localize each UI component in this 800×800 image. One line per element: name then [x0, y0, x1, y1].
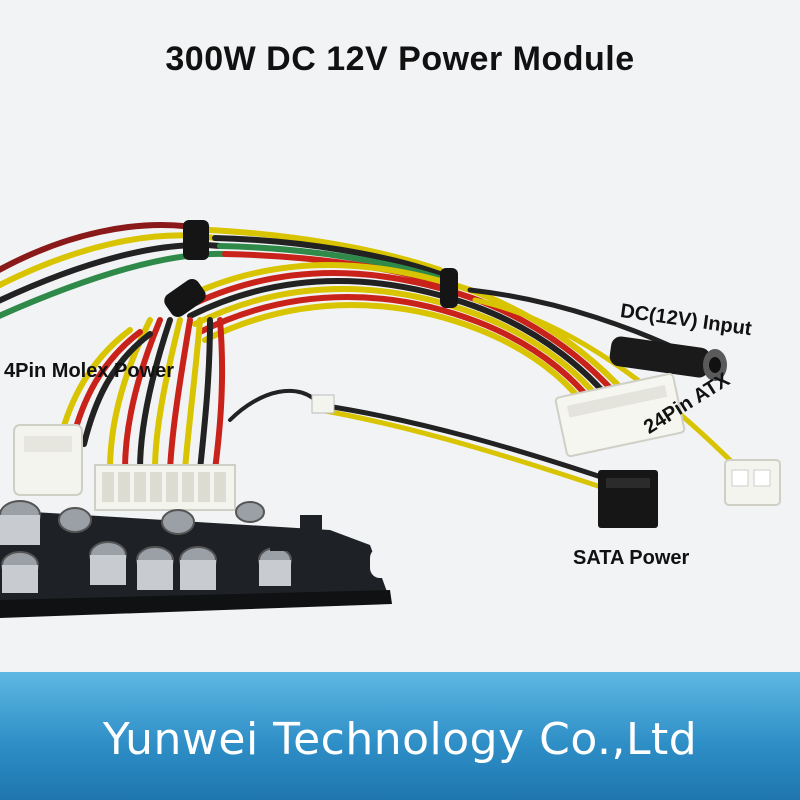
- cable-ties: [164, 220, 458, 317]
- molex-connector: [13, 424, 83, 496]
- page-title: 300W DC 12V Power Module: [165, 40, 635, 78]
- wire-bundle-main: [177, 262, 743, 473]
- sata-cable: [228, 388, 613, 493]
- label-sata-power: SATA Power: [573, 547, 690, 569]
- capacitors: [0, 500, 322, 593]
- atx-connector: [554, 372, 686, 458]
- sata-connector: [598, 470, 658, 528]
- label-molex-power: 4Pin Molex Power: [4, 360, 175, 382]
- company-name: Yunwei Technology Co.,Ltd: [102, 714, 698, 765]
- company-banner: [0, 672, 800, 800]
- pcb-board: [0, 464, 392, 618]
- dc-input-jack: [609, 336, 727, 381]
- small-connector: [724, 459, 781, 506]
